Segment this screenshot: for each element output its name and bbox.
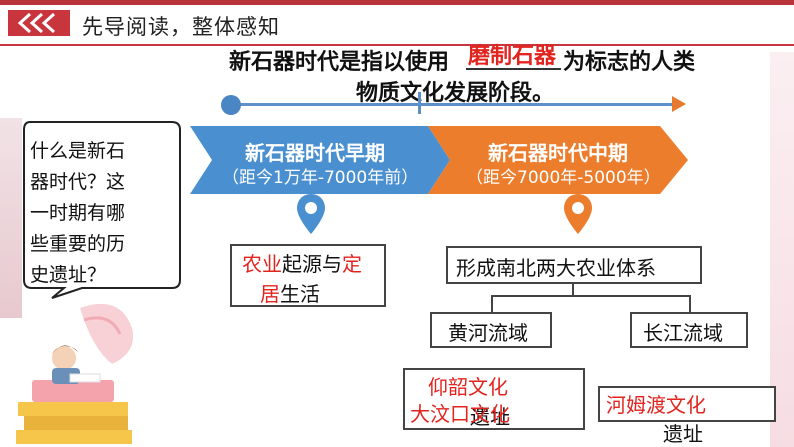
right-decoration <box>770 52 794 447</box>
heading-line2: 物质文化发展阶段。 <box>356 81 555 106</box>
timeline-arrow-icon <box>672 96 686 112</box>
agriculture-system-box <box>446 246 702 284</box>
slide-title: 先导阅读，整体感知 <box>82 15 280 39</box>
heading-answer: 磨制石器 <box>468 44 557 69</box>
stage-early-title: 新石器时代早期 <box>245 141 385 165</box>
map-pin-orange-icon <box>564 194 592 234</box>
early-box-line1: 农业起源与定 <box>242 248 362 277</box>
keyword-agriculture: 农业 <box>242 252 282 276</box>
question-line: 些重要的历 <box>30 233 126 255</box>
early-box-line2: 居生活 <box>260 278 320 307</box>
timeline-start-dot <box>221 95 241 115</box>
stage-middle-title: 新石器时代中期 <box>488 141 628 165</box>
yellow-river-text: 黄河流域 <box>448 321 528 345</box>
heading-line1-start: 新石器时代是指以使用 <box>229 50 450 75</box>
question-line: 一时期有哪 <box>30 202 126 224</box>
connector-line <box>491 295 493 312</box>
site-hemudu: 河姆渡文化 <box>606 393 706 417</box>
fill-blank-line <box>466 68 561 70</box>
stage-banners <box>190 126 688 194</box>
site-dawenkou: 大汶口文化 <box>410 402 510 426</box>
timeline-line <box>232 103 678 106</box>
timeline-divider-tick <box>418 92 421 114</box>
stage-middle-banner <box>428 126 688 194</box>
life-text: 生活 <box>280 282 320 306</box>
early-agriculture-box <box>230 244 386 307</box>
question-line: 器时代？这 <box>30 171 126 193</box>
yellow-sites-suffix: 遗址 <box>470 405 510 429</box>
site-yangshao: 仰韶文化 <box>428 375 508 399</box>
title-divider <box>0 44 794 46</box>
connector-line <box>491 295 690 297</box>
stage-early-banner <box>190 126 450 194</box>
question-text: 什么是新石 器时代？这 一时期有哪 些重要的历 史遗址？ <box>30 136 170 291</box>
yangtze-sites-suffix: 遗址 <box>663 422 703 446</box>
yangtze-sites-box <box>598 386 776 422</box>
speech-bubble <box>23 121 181 299</box>
question-line: 史遗址？ <box>30 264 107 286</box>
yellow-river-box <box>430 312 552 348</box>
connector-text: 起源与 <box>282 252 342 276</box>
keyword-settle: 定 <box>342 252 362 276</box>
keyword-residence: 居 <box>260 282 280 306</box>
yangtze-box <box>630 312 748 348</box>
map-pin-blue-icon <box>297 194 325 234</box>
stage-middle-range: （距今7000年-5000年） <box>466 168 661 188</box>
question-line: 什么是新石 <box>30 140 126 162</box>
chevron-decoration-icon <box>8 10 70 36</box>
agriculture-system-text: 形成南北两大农业体系 <box>456 256 656 280</box>
yangtze-text: 长江流域 <box>643 321 723 345</box>
yellow-sites-box <box>403 368 585 430</box>
left-decoration <box>0 118 22 318</box>
reader-illustration <box>16 303 134 444</box>
top-accent-bar <box>0 0 794 5</box>
heading-line1-end: 为标志的人类 <box>563 50 696 75</box>
connector-line <box>572 284 574 296</box>
stage-early-range: （距今1万年-7000年前） <box>222 168 419 188</box>
connector-line <box>689 295 691 312</box>
